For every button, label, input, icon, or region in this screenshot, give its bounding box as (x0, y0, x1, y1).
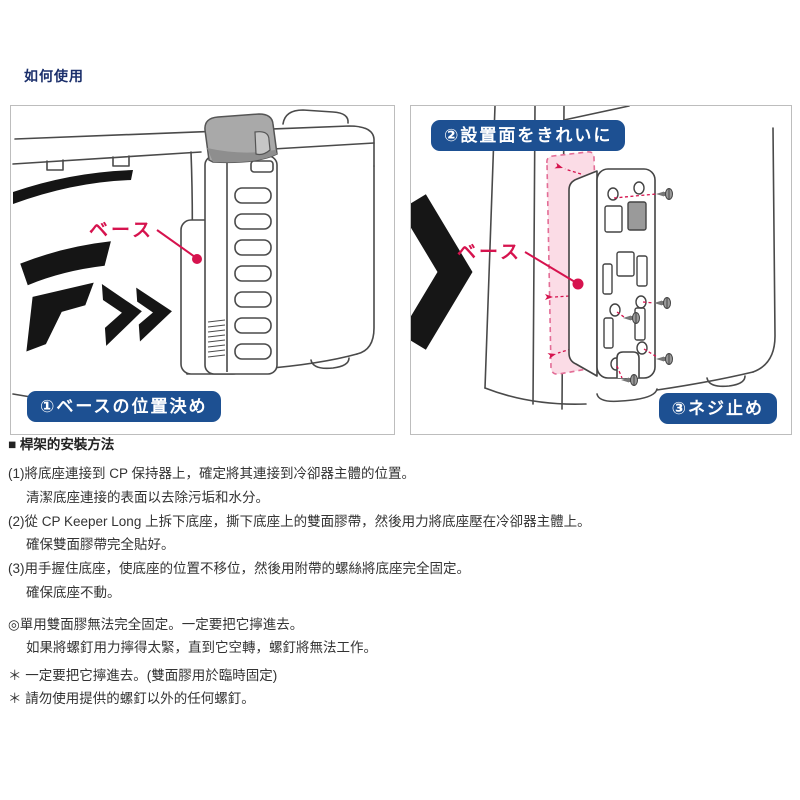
screw-icon (623, 312, 640, 324)
instruction-note: ◎單用雙面膠無法完全固定。一定要把它擰進去。 (8, 616, 304, 632)
screw-leaders (613, 193, 658, 379)
instruction-line: 清潔底座連接的表面以去除污垢和水分。 (26, 489, 269, 505)
page-title: 如何使用 (24, 68, 84, 84)
instruction-line: (2)從 CP Keeper Long 上拆下底座，撕下底座上的雙面膠帶，然後用… (8, 513, 591, 529)
base-callout-label: ベース (89, 220, 154, 241)
illustration-panel-step1: ベース ①ベースの位置決め (10, 105, 395, 435)
base-callout: ベース (457, 242, 584, 290)
holder-cap (204, 113, 278, 164)
installation-instructions: ■ 桿架的安裝方法 (1)將底座連接到 CP 保持器上，確定將其連接到冷卻器主體… (8, 437, 792, 716)
screw-icon (656, 353, 673, 365)
instruction-note: 如果將螺釘用力擰得太緊，直到它空轉，螺釘將無法工作。 (26, 640, 377, 656)
instruction-note: ＊ 請勿使用提供的螺釘以外的任何螺釘。 (8, 691, 255, 707)
instruction-line: (3)用手握住底座，使底座的位置不移位，然後用附帶的螺絲將底座完全固定。 (8, 560, 470, 576)
instruction-line: (1)將底座連接到 CP 保持器上，確定將其連接到冷卻器主體的位置。 (8, 466, 416, 482)
screw-icon (656, 188, 673, 200)
cooler-with-holder-illustration: ベース (12, 109, 375, 410)
rod-holder (204, 155, 278, 375)
screw-icon (621, 374, 638, 386)
lid-shadow-band (13, 170, 133, 204)
step3-badge: ③ネジ止め (658, 392, 777, 424)
instruction-note: ＊ 一定要把它擰進去。(雙面膠用於臨時固定) (8, 667, 278, 683)
base-callout: ベース (89, 220, 202, 264)
daiwa-logo (20, 241, 172, 352)
illustration-panel-step2-3: ベース ②設置面をきれいに ③ネジ止め (410, 105, 792, 435)
base-plate-3d (568, 168, 656, 379)
instructions-heading: ■ 桿架的安裝方法 (8, 437, 115, 452)
step1-badge: ①ベースの位置決め (27, 390, 221, 422)
placement-arrowheads (545, 162, 563, 359)
illustration-panels: ベース ①ベースの位置決め (10, 105, 792, 435)
step2-badge: ②設置面をきれいに (431, 120, 626, 152)
red-dot-marker-icon (572, 278, 584, 290)
red-dot-marker-icon (192, 254, 202, 264)
base-callout-label: ベース (457, 242, 522, 263)
instruction-line: 確保底座不動。 (26, 584, 121, 600)
screws (621, 188, 673, 386)
base-screw-illustration: ベース (411, 106, 776, 410)
chevron-arrow-icon (411, 194, 473, 350)
screw-icon (654, 297, 671, 309)
instruction-line: 確保雙面膠帶完全貼好。 (26, 537, 175, 553)
